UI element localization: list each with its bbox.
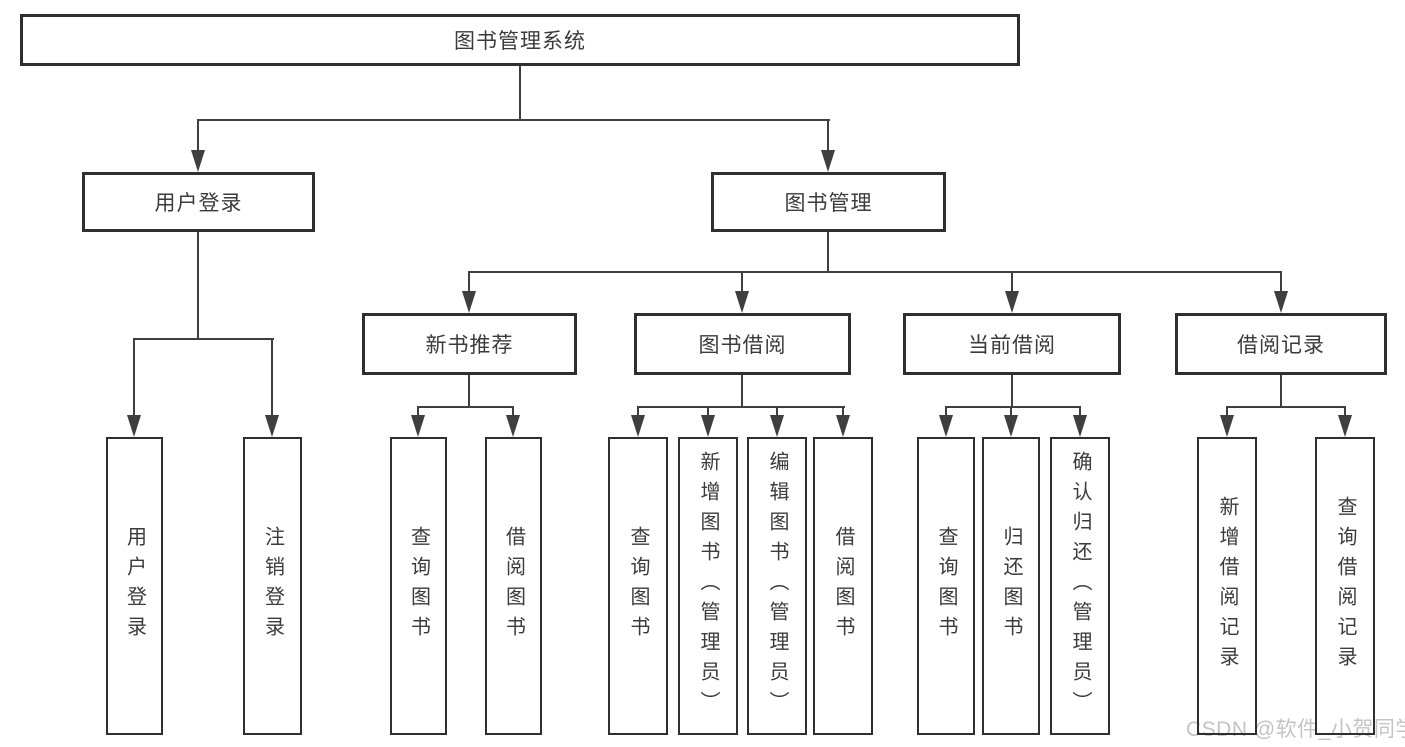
arrow-down-icon — [265, 415, 279, 437]
connector-line — [197, 121, 199, 154]
arrow-down-icon — [1220, 415, 1234, 437]
arrow-down-icon — [1005, 291, 1019, 313]
node-label: 编辑图书（管理员） — [766, 451, 788, 721]
arrow-down-icon — [462, 291, 476, 313]
node-label: 确认归还（管理员） — [1069, 451, 1091, 721]
node-label: 查询图书 — [407, 526, 430, 646]
connector-line — [1011, 273, 1013, 293]
node-recommend-query-books: 查询图书 — [390, 437, 447, 735]
node-library-system: 图书管理系统 — [20, 14, 1020, 66]
node-current-borrowing: 当前借阅 — [903, 313, 1121, 375]
node-records-add-record: 新增借阅记录 — [1197, 437, 1257, 735]
watermark: CSDN @软件_小贺同学 — [1186, 718, 1405, 741]
node-label: 归还图书 — [1000, 526, 1022, 646]
connector-line — [519, 66, 521, 121]
arrow-down-icon — [191, 150, 205, 172]
node-label: 借阅图书 — [832, 526, 854, 646]
node-label: 图书管理 — [784, 192, 873, 215]
arrow-down-icon — [735, 291, 749, 313]
connector-line — [945, 406, 1081, 408]
node-label: 图书管理系统 — [454, 30, 586, 53]
connector-line — [1226, 406, 1346, 408]
connector-line — [741, 375, 743, 408]
node-label: 查询图书 — [935, 526, 957, 646]
arrow-down-icon — [836, 415, 850, 437]
connector-line — [468, 375, 470, 408]
connector-line — [1226, 408, 1228, 419]
node-label: 新书推荐 — [425, 334, 514, 357]
connector-line — [468, 271, 1282, 273]
node-current-return-books: 归还图书 — [982, 437, 1040, 735]
node-borrowing-query-books: 查询图书 — [608, 437, 668, 735]
connector-line — [417, 406, 514, 408]
node-label: 用户登录 — [154, 192, 243, 215]
arrow-down-icon — [939, 415, 953, 437]
node-recommend-borrow-books: 借阅图书 — [485, 437, 542, 735]
connector-line — [197, 232, 199, 340]
connector-line — [271, 340, 273, 417]
connector-line — [133, 340, 135, 417]
connector-line — [1079, 408, 1081, 419]
node-book-borrowing: 图书借阅 — [634, 313, 851, 375]
arrow-down-icon — [1073, 415, 1087, 437]
connector-line — [637, 408, 639, 419]
node-logout: 注销登录 — [243, 437, 302, 735]
arrow-down-icon — [1004, 415, 1018, 437]
node-label: 新增图书（管理员） — [697, 451, 719, 721]
connector-line — [1010, 408, 1012, 419]
arrow-down-icon — [411, 415, 425, 437]
node-label: 当前借阅 — [968, 334, 1056, 357]
arrow-down-icon — [506, 415, 520, 437]
connector-line — [1011, 375, 1013, 408]
connector-line — [468, 273, 470, 293]
arrow-down-icon — [701, 415, 715, 437]
node-label: 借阅记录 — [1237, 334, 1325, 357]
node-label: 注销登录 — [261, 526, 284, 646]
node-borrowing-add-books-admin: 新增图书（管理员） — [678, 437, 738, 735]
connector-line — [133, 338, 274, 340]
connector-line — [512, 408, 514, 419]
connector-line — [1344, 408, 1346, 419]
arrow-down-icon — [1274, 291, 1288, 313]
node-new-book-recommend: 新书推荐 — [362, 313, 577, 375]
node-label: 查询图书 — [627, 526, 649, 646]
node-label: 图书借阅 — [698, 334, 787, 357]
arrow-down-icon — [127, 415, 141, 437]
connector-line — [417, 408, 419, 419]
node-borrowing-edit-books-admin: 编辑图书（管理员） — [747, 437, 807, 735]
node-label: 借阅图书 — [502, 526, 525, 646]
connector-line — [1280, 375, 1282, 408]
connector-line — [945, 408, 947, 419]
connector-line — [776, 408, 778, 419]
node-label: 用户登录 — [123, 526, 146, 646]
node-current-query-books: 查询图书 — [917, 437, 975, 735]
node-user-login: 用户登录 — [106, 437, 163, 735]
node-label: 新增借阅记录 — [1216, 496, 1238, 676]
connector-line — [1280, 273, 1282, 293]
node-user-login-module: 用户登录 — [82, 172, 315, 232]
node-records-query-record: 查询借阅记录 — [1315, 437, 1375, 735]
connector-line — [827, 121, 829, 154]
arrow-down-icon — [631, 415, 645, 437]
connector-line — [637, 406, 845, 408]
arrow-down-icon — [770, 415, 784, 437]
connector-line — [842, 408, 844, 419]
connector-line — [827, 232, 829, 271]
node-label: 查询借阅记录 — [1334, 496, 1356, 676]
node-borrowing-borrow-books: 借阅图书 — [813, 437, 873, 735]
connector-line — [741, 273, 743, 293]
connector-line — [197, 119, 830, 121]
node-borrowing-records: 借阅记录 — [1175, 313, 1387, 375]
node-current-confirm-return-admin: 确认归还（管理员） — [1050, 437, 1110, 735]
arrow-down-icon — [821, 150, 835, 172]
node-book-management-module: 图书管理 — [711, 172, 946, 232]
arrow-down-icon — [1338, 415, 1352, 437]
connector-line — [707, 408, 709, 419]
